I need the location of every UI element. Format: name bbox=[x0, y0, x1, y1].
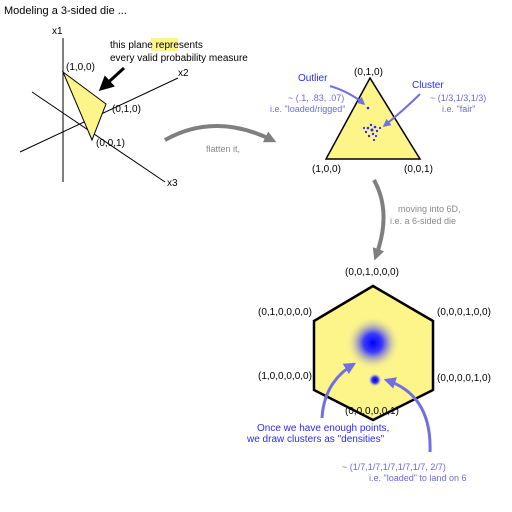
density-cluster-small bbox=[368, 373, 382, 387]
hex-label-lower-left: (1,0,0,0,0,0) bbox=[258, 371, 312, 382]
density-note-line1: Once we have enough points, bbox=[257, 423, 389, 434]
loaded-note-line1: ~ (1/7,1/7,1/7,1/7,1/7, 2/7) bbox=[342, 462, 446, 472]
hex-label-top: (0,0,1,0,0,0) bbox=[345, 267, 399, 278]
outlier-line1: ~ (.1, .83, .07) bbox=[288, 93, 344, 103]
axis-label-x2: x2 bbox=[178, 68, 189, 79]
hex-label-bottom: (0,0,0,0,0,1) bbox=[345, 406, 399, 417]
plane-label-top: (1,0,0) bbox=[66, 62, 95, 73]
outlier-title: Outlier bbox=[298, 73, 328, 84]
hex-label-lower-right: (0,0,0,0,1,0) bbox=[437, 373, 491, 384]
loaded-arrow bbox=[383, 377, 432, 453]
flatten-arrow bbox=[164, 124, 277, 143]
cluster-arrow bbox=[382, 93, 421, 127]
cluster-line1: ~ (1/3,1/3,1/3) bbox=[430, 93, 486, 103]
loaded-note-line2: i.e. "loaded" to land on 6 bbox=[369, 473, 466, 483]
plane-word-highlight bbox=[151, 38, 178, 51]
triangle-label-left: (1,0,0) bbox=[312, 164, 341, 175]
cluster-points bbox=[362, 123, 382, 142]
probability-plane-3d bbox=[61, 70, 107, 142]
title: Modeling a 3-sided die ... bbox=[4, 5, 127, 17]
hex-label-upper-right: (0,0,0,1,0,0) bbox=[437, 307, 491, 318]
triangle-label-right: (0,0,1) bbox=[404, 164, 433, 175]
outlier-arrow bbox=[329, 85, 366, 106]
outlier-line2: i.e. "loaded/rigged" bbox=[270, 104, 345, 114]
axis-label-x1: x1 bbox=[52, 26, 63, 37]
probability-triangle-2d bbox=[324, 76, 422, 160]
density-note-line2: we draw clusters as "densities" bbox=[246, 434, 385, 445]
cluster-line2: i.e. "fair" bbox=[442, 104, 475, 114]
axis-label-x3: x3 bbox=[167, 178, 178, 189]
plane-label-bottom: (0,0,1) bbox=[96, 138, 125, 149]
hex-label-upper-left: (0,1,0,0,0,0) bbox=[258, 307, 312, 318]
flatten-label: flatten it, bbox=[206, 144, 240, 154]
density-cluster-large bbox=[346, 316, 400, 370]
plane-note-line2: every valid probability measure bbox=[110, 53, 248, 64]
outlier-point bbox=[366, 106, 370, 110]
plane-highlight-word: plane bbox=[128, 40, 153, 51]
axis-x3 bbox=[31, 91, 166, 183]
plane-label-mid: (0,1,0) bbox=[112, 104, 141, 115]
cluster-title: Cluster bbox=[412, 80, 444, 91]
moving-6d-arrow bbox=[372, 179, 386, 261]
density-arrow bbox=[320, 362, 357, 419]
plane-note-line1: this plane represents bbox=[110, 40, 203, 51]
moving-note-line1: moving into 6D, bbox=[398, 204, 461, 214]
moving-note-line2: i.e. a 6-sided die bbox=[390, 216, 456, 226]
plane-note-arrow bbox=[98, 66, 126, 92]
triangle-label-top: (0,1,0) bbox=[354, 67, 383, 78]
